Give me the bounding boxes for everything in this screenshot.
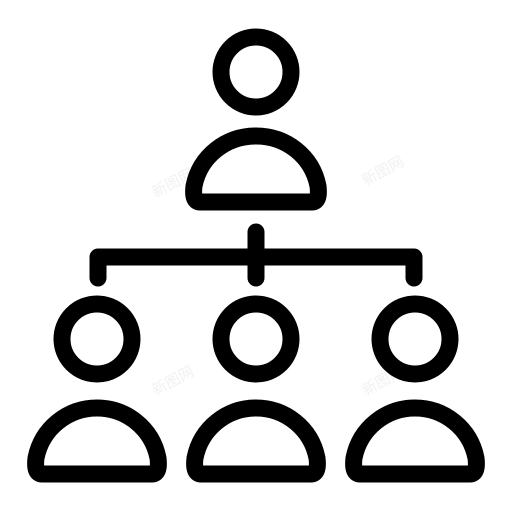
- middle-person-head-icon: [212, 295, 300, 383]
- left-person-head-icon: [53, 295, 141, 383]
- right-person-body-icon: [345, 399, 485, 483]
- left-person-body-icon: [27, 399, 167, 483]
- top-person-head-icon: [212, 28, 300, 116]
- icon-strokes: [27, 28, 485, 483]
- right-person-head-icon: [371, 295, 459, 383]
- top-person-body-icon: [185, 127, 327, 211]
- connector-branch-line: [89, 248, 423, 287]
- middle-person-body-icon: [186, 399, 326, 483]
